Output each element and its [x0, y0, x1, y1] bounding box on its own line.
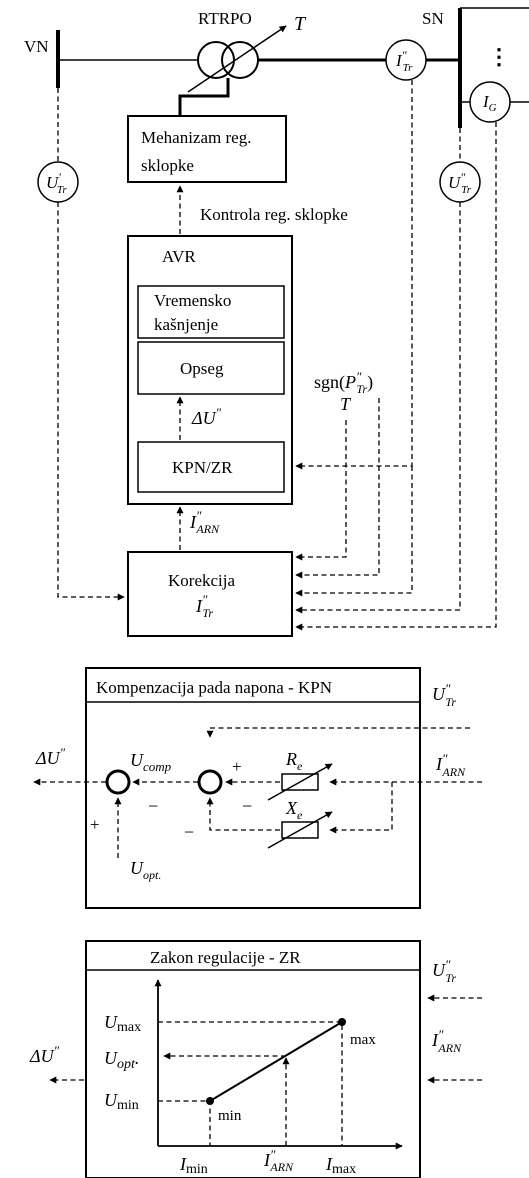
control-label: Kontrola reg. sklopke — [200, 205, 348, 224]
delay-box — [137, 285, 285, 339]
i-arn-label: I″ARN — [189, 508, 220, 536]
kpn-panel — [85, 667, 421, 909]
zr-u-opt-label: Uopt. — [104, 1048, 139, 1072]
i-tr-to-kpn — [295, 80, 413, 470]
zr-delta-u-label: ΔU″ — [29, 1043, 60, 1066]
zr-point-min-label: min — [218, 1108, 242, 1124]
delay-line2: kašnjenje — [154, 315, 218, 334]
zr-u-min-label: Umin — [104, 1090, 139, 1113]
delta-u-label: ΔU″ — [191, 405, 222, 428]
correction-line1: Korekcija — [168, 571, 235, 590]
kpn-zr-box — [137, 441, 285, 493]
u-tr1-signal — [57, 202, 125, 601]
zr-title: Zakon regulacije - ZR — [150, 948, 301, 967]
u-comp-label: Ucomp — [130, 750, 172, 774]
sn-label: SN — [422, 9, 444, 28]
mechanism-line1: Mehanizam reg. — [141, 128, 251, 147]
zr-characteristic-line — [209, 1021, 343, 1102]
zr-i-min-label: Imin — [179, 1154, 208, 1177]
ellipsis: ⋮ — [488, 44, 510, 69]
vn-label: VN — [24, 37, 49, 56]
u-tr2-signal — [295, 202, 461, 614]
xe-label: Xe — [285, 798, 303, 822]
mechanism-box — [127, 115, 287, 183]
zr-i-max-label: Imax — [325, 1154, 356, 1177]
sign-minus-comp: − — [148, 796, 158, 816]
zr-panel — [85, 940, 421, 1178]
tap-label: T — [294, 13, 307, 35]
avr-label: AVR — [162, 247, 196, 266]
sgn-signal — [295, 398, 380, 579]
re-label: Re — [285, 749, 303, 773]
u-tr1-label: U′Tr — [46, 170, 67, 196]
kpn-i-arn-to-xe — [329, 782, 393, 834]
zr-max-guide — [158, 1021, 343, 1146]
power-circuit: VN RTRPO T SN ⋮ — [24, 7, 529, 128]
sign-plus-opt: + — [90, 815, 100, 834]
delay-line1: Vremensko — [154, 291, 231, 310]
sign-minus-re: − — [242, 796, 252, 816]
tap-link — [178, 78, 230, 116]
tap-changer-arrow — [187, 25, 287, 93]
i-g-signal — [295, 122, 497, 631]
kpn-title: Kompenzacija pada napona - KPN — [96, 678, 332, 697]
i-tr2-label: I″Tr — [395, 48, 413, 74]
zr-u-tr-label: U″Tr — [432, 957, 456, 985]
sgn-label: sgn(P″Tr) — [314, 369, 373, 396]
kpn-u-tr-label: U″Tr — [432, 681, 456, 709]
sign-minus-xe: − — [184, 822, 194, 842]
kpn-u-tr-signal — [206, 727, 470, 738]
zr-max-point — [338, 1018, 346, 1026]
transformer-winding-1 — [197, 41, 235, 79]
current-meter-tr — [385, 39, 427, 81]
i-g-label: IG — [482, 92, 497, 114]
zr-min-point — [206, 1097, 214, 1105]
correction-i: I″Tr — [195, 592, 213, 620]
zr-i-arn-label: I″ARN — [431, 1027, 462, 1055]
kpn-delta-u-label: ΔU″ — [35, 745, 66, 768]
kpn-sum-1 — [105, 769, 131, 795]
xe-to-sum — [206, 797, 280, 831]
kpn-zr-label: KPN/ZR — [172, 458, 233, 477]
t-signal-label: T — [340, 394, 352, 414]
u-tr2-label: U″Tr — [448, 170, 472, 196]
i-tr-to-correction — [295, 466, 413, 597]
zr-point-max-label: max — [350, 1032, 376, 1048]
zr-i-arn-axis-label: I″ARN — [263, 1147, 294, 1174]
kpn-i-arn-label: I″ARN — [435, 751, 466, 779]
range-box — [137, 341, 285, 395]
kpn-sum-2 — [197, 769, 223, 795]
transformer-label: RTRPO — [198, 9, 252, 28]
transformer-winding-2 — [221, 41, 259, 79]
mechanism-line2: sklopke — [141, 156, 194, 175]
range-label: Opseg — [180, 359, 224, 378]
zr-u-max-label: Umax — [104, 1012, 141, 1035]
correction-box — [127, 551, 293, 637]
sign-plus-u: + — [232, 757, 242, 776]
t-signal — [295, 420, 347, 561]
kpn-u-opt-label: Uopt. — [130, 858, 161, 882]
